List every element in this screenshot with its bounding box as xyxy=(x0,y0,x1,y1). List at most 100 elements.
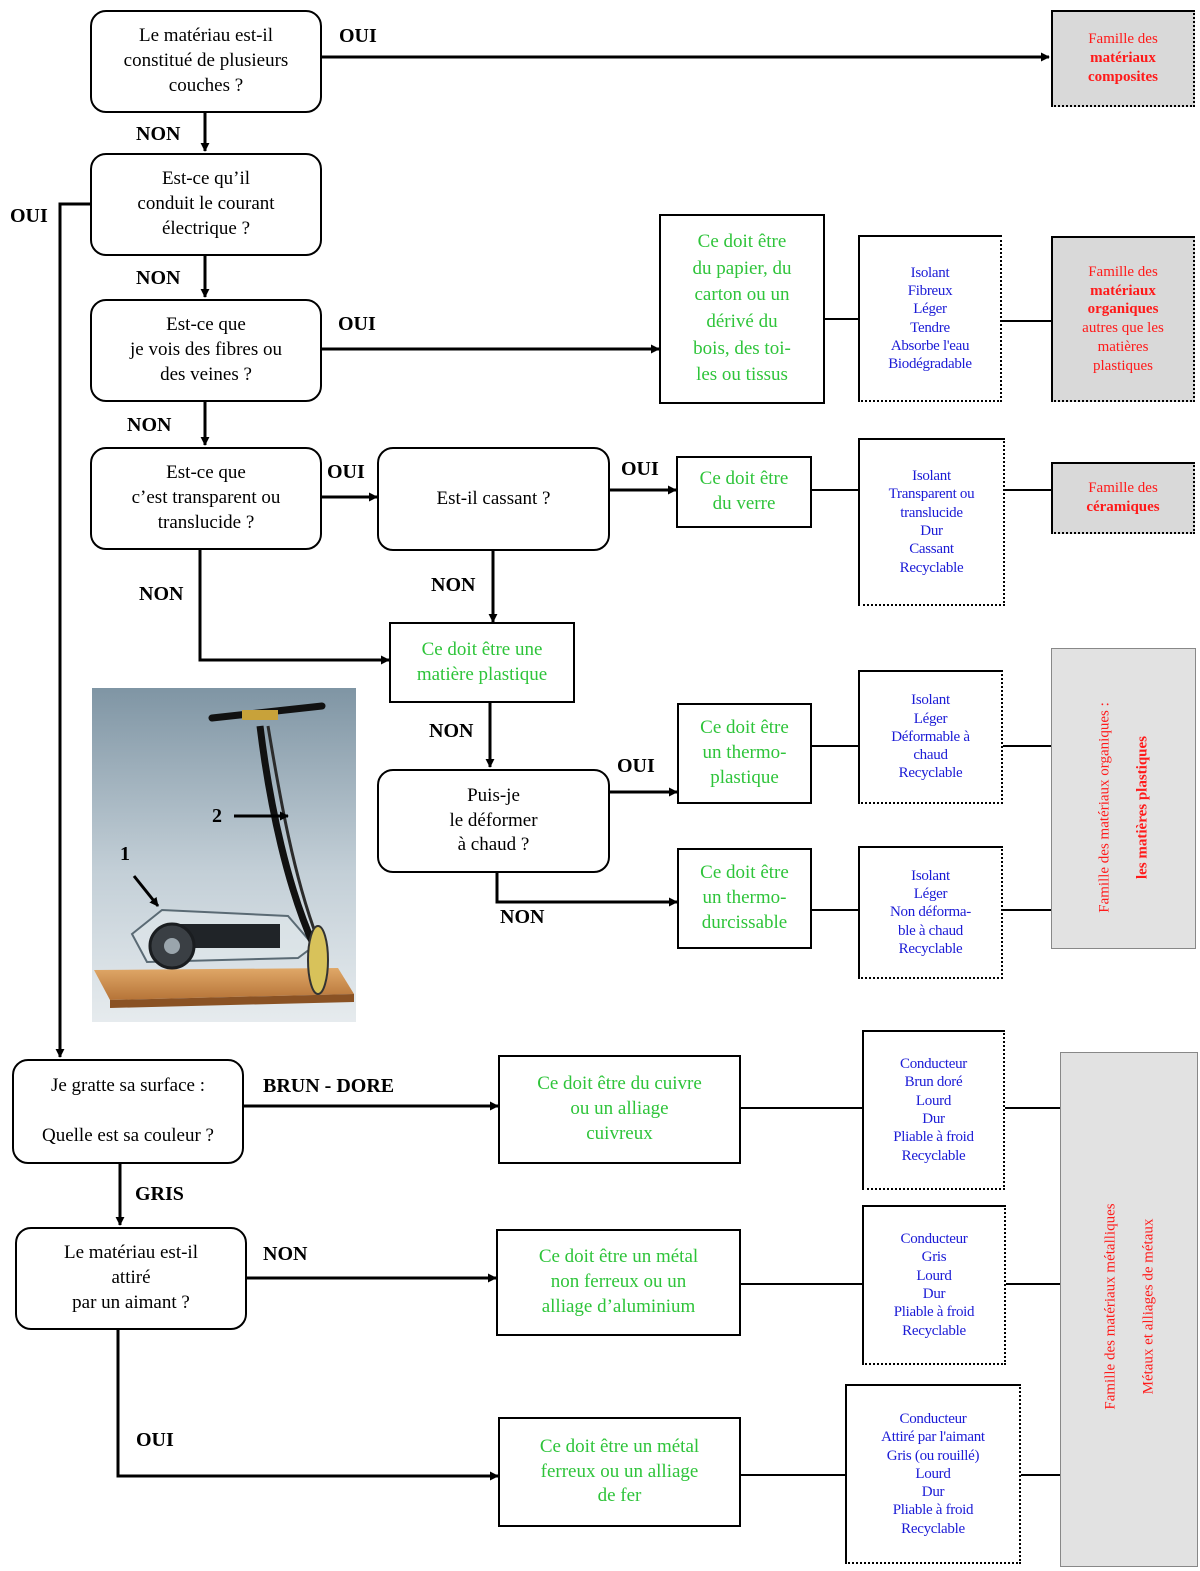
text-line: carton ou un xyxy=(694,284,790,306)
text-line: Lourd xyxy=(915,1465,951,1482)
arrow-q2-q7 xyxy=(55,202,90,1058)
text-line: conduit le courant xyxy=(137,193,275,215)
text-line: Déformable à xyxy=(891,728,970,745)
text-line: bois, des toi- xyxy=(693,337,791,359)
text-line: Léger xyxy=(913,301,947,318)
text-line: Quelle est sa couleur ? xyxy=(42,1124,214,1146)
text-line: Pliable à froid xyxy=(893,1129,974,1146)
label-non-q3: NON xyxy=(127,414,172,436)
text-line: non ferreux ou un xyxy=(550,1271,687,1293)
text-line: matière plastique xyxy=(416,663,548,685)
label-non-thermoset: NON xyxy=(500,906,545,928)
question-brittle: Est-il cassant ? xyxy=(377,447,610,551)
text-line: du papier, du xyxy=(692,257,792,279)
text-line: Cassant xyxy=(909,541,954,558)
text-line: un thermo- xyxy=(702,887,787,909)
text-line: du verre xyxy=(712,493,776,514)
text-line: ou un alliage xyxy=(570,1098,669,1120)
text-line: Conducteur xyxy=(899,1410,967,1427)
text-line: Absorbe l'eau xyxy=(890,337,970,354)
text-line: Conducteur xyxy=(900,1056,967,1073)
label-oui-conductive: OUI xyxy=(10,205,48,227)
text-line: à chaud ? xyxy=(457,834,530,856)
text-line: de fer xyxy=(597,1485,642,1507)
text-line: dérivé du xyxy=(706,311,778,332)
text-line: le déformer xyxy=(449,809,538,831)
text-line: Lourd xyxy=(916,1267,952,1284)
label-non-brittle: NON xyxy=(431,574,476,596)
text-line: Transparent ou xyxy=(888,486,975,503)
text-line: Famille des xyxy=(1088,31,1158,48)
text-line: alliage d’aluminium xyxy=(541,1295,696,1317)
arrow-q8-ferreux xyxy=(116,1330,499,1481)
text-line: Recyclable xyxy=(901,1147,966,1164)
text-line: Recyclable xyxy=(898,940,963,957)
label-non-magnet: NON xyxy=(263,1243,308,1265)
text-line: c’est transparent ou xyxy=(131,487,281,509)
text-line: Est-il cassant ? xyxy=(436,487,551,509)
family-metals-line2: Métaux et alliages de métaux xyxy=(1140,1218,1156,1395)
text-line: Isolant xyxy=(911,867,950,884)
text-line: Attiré par l'aimant xyxy=(881,1429,985,1446)
arrow-q4-plastique xyxy=(198,550,390,665)
photo-label-1: 1 xyxy=(120,843,130,865)
label-oui-thermoplastic: OUI xyxy=(617,755,655,777)
scooter-photo: 1 2 xyxy=(92,688,356,1022)
photo-label-2: 2 xyxy=(212,805,222,827)
text-line: Est-ce que xyxy=(166,314,246,336)
text-line: Conducteur xyxy=(900,1231,968,1248)
text-line xyxy=(126,1099,131,1124)
text-line: Fibreux xyxy=(907,282,953,299)
text-line: matériaux xyxy=(1090,282,1156,299)
text-line: couches ? xyxy=(168,74,244,96)
text-line: plastique xyxy=(710,766,779,788)
text-line: un thermo- xyxy=(702,742,787,764)
text-line: Recyclable xyxy=(899,559,964,576)
text-line: Ce doit être un métal xyxy=(538,1246,699,1268)
text-line: ferreux ou un alliage xyxy=(540,1460,699,1482)
text-line: Ce doit être xyxy=(700,717,789,739)
text-line: Dur xyxy=(922,1111,945,1127)
text-line: Est-ce qu’il xyxy=(161,168,251,190)
label-brun-dore: BRUN - DORE xyxy=(263,1075,395,1097)
text-line: Biodégradable xyxy=(888,356,972,373)
text-line: Puis-je xyxy=(467,784,520,806)
text-line: Dur xyxy=(922,1286,946,1302)
label-non-q1: NON xyxy=(136,123,181,145)
text-line: Recyclable xyxy=(902,1322,966,1339)
pointer-arrow-1 xyxy=(132,875,160,907)
text-line: composites xyxy=(1088,68,1158,85)
wooden-base xyxy=(94,968,354,1000)
label-oui-fibres: OUI xyxy=(338,313,376,335)
text-line: électrique ? xyxy=(161,217,251,239)
material-thermoplastic: Ce doit être un thermo-plastique xyxy=(677,703,812,804)
text-line: Ce doit être du cuivre xyxy=(537,1073,702,1095)
text-line: Le matériau est-il xyxy=(139,25,273,47)
label-gris: GRIS xyxy=(135,1183,184,1205)
front-wheel xyxy=(307,925,329,995)
text-line: Tendre xyxy=(910,319,950,336)
text-line: plastiques xyxy=(1093,357,1153,374)
family-plastics: Famille des matériaux organiques : les m… xyxy=(1051,648,1196,949)
text-line: attiré xyxy=(111,1267,151,1289)
label-oui-brittle: OUI xyxy=(621,458,659,480)
text-line: durcissable xyxy=(701,911,788,933)
text-line: Dur xyxy=(920,523,943,539)
family-metals: Famille des matériaux métalliques Métaux… xyxy=(1060,1052,1198,1567)
text-line: Recyclable xyxy=(901,1520,965,1537)
arrow-q6-thermodurcissable xyxy=(495,873,678,907)
